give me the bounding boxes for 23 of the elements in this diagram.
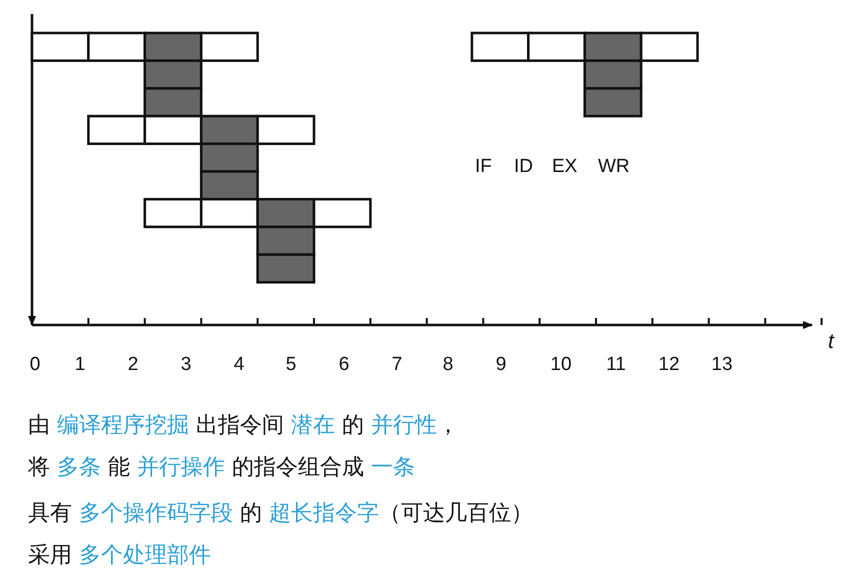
tick-label: 5 — [286, 354, 296, 376]
tick-label: 11 — [606, 354, 626, 376]
tick-label: 13 — [711, 354, 733, 376]
tick-label: 4 — [234, 354, 244, 376]
axis-label: t — [828, 330, 834, 354]
note-text: 具有 多个操作码字段 的 超长指令字（可达几百位） — [28, 500, 533, 528]
stage-label: EX — [552, 156, 578, 178]
tick-label: 0 — [30, 354, 40, 376]
tick-label: 9 — [496, 354, 506, 376]
tick-label: 7 — [392, 354, 402, 376]
note-text: 由 编译程序挖掘 出指令间 潜在 的 并行性， — [28, 412, 459, 440]
tick-label: 6 — [338, 354, 350, 376]
stage-label: ID — [514, 156, 533, 178]
tick-label: 10 — [550, 354, 572, 376]
stage-label: IF — [475, 156, 492, 178]
tick-label: 1 — [74, 354, 86, 376]
tick-label: 12 — [658, 354, 680, 376]
note-text: 采用 多个处理部件 — [28, 542, 211, 570]
note-text: 将 多条 能 并行操作 的指令组合成 一条 — [28, 454, 415, 482]
tick-label: 2 — [128, 354, 138, 376]
tick-label: 3 — [180, 354, 192, 376]
stage-label: WR — [598, 156, 630, 178]
tick-label: 8 — [442, 354, 454, 376]
